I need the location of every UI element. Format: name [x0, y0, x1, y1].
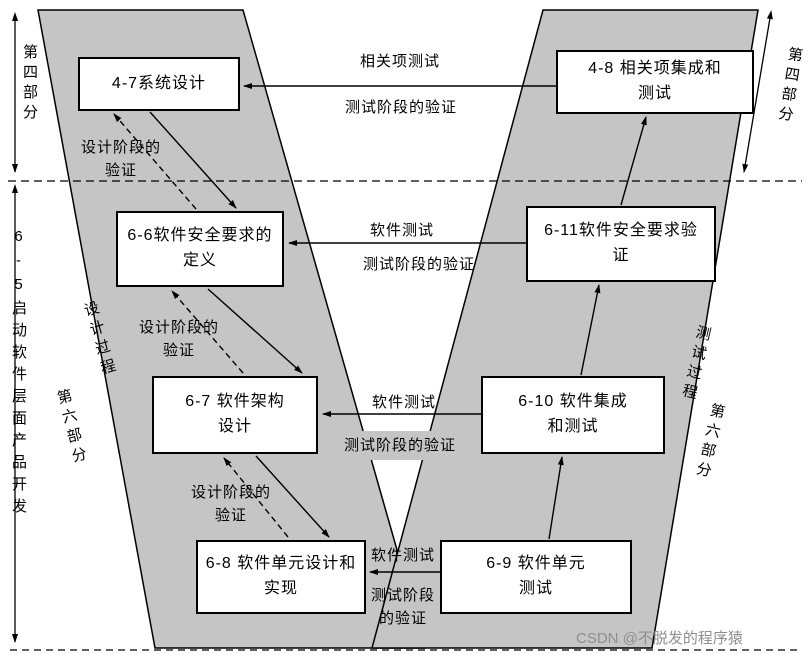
- right-span-arrow: [742, 10, 773, 173]
- design-verification-arrows: [113, 113, 289, 538]
- csdn-watermark: CSDN @不脱发的程序猿: [576, 630, 743, 647]
- box-6-6-safety-requirements: 6-6软件安全要求的 定义: [116, 211, 284, 287]
- box-4-7-system-design: 4-7系统设计: [78, 57, 240, 111]
- label-related-item-test: 相关项测试: [359, 53, 440, 70]
- label-test-phase-verification-3: 测试阶段的验证: [332, 431, 469, 461]
- test-arrows: [243, 83, 556, 575]
- label-software-test-2: 软件测试: [371, 394, 436, 411]
- label-6-5-product-dev: 6-5启动软件层面产品开发: [10, 228, 27, 520]
- label-design-phase-verification-2: 设计阶段的 验证: [138, 319, 219, 360]
- label-design-phase-verification-3: 设计阶段的 验证: [190, 484, 271, 525]
- box-6-7-architecture-design: 6-7 软件架构 设计: [152, 376, 318, 454]
- label-test-phase-verification-4: 测试阶段 的验证: [370, 587, 435, 628]
- box-6-9-unit-test: 6-9 软件单元 测试: [440, 540, 632, 614]
- label-test-phase-verification-1: 测试阶段的验证: [344, 99, 457, 116]
- box-6-11-safety-req-verification: 6-11软件安全要求验 证: [526, 206, 716, 282]
- box-4-8-item-integration-test: 4-8 相关项集成和 测试: [556, 50, 754, 114]
- label-software-test-1: 软件测试: [369, 222, 434, 239]
- label-part4-left: 第四部分: [21, 44, 38, 124]
- label-test-phase-verification-2: 测试阶段的验证: [362, 256, 475, 273]
- box-6-10-integration-test: 6-10 软件集成 和测试: [481, 376, 665, 454]
- design-flow-arrows: [149, 111, 330, 538]
- box-6-8-unit-design-impl: 6-8 软件单元设计和 实现: [196, 540, 366, 614]
- label-design-phase-verification-1: 设计阶段的 验证: [80, 139, 161, 180]
- label-software-test-3: 软件测试: [370, 547, 435, 564]
- test-flow-arrows: [548, 116, 647, 540]
